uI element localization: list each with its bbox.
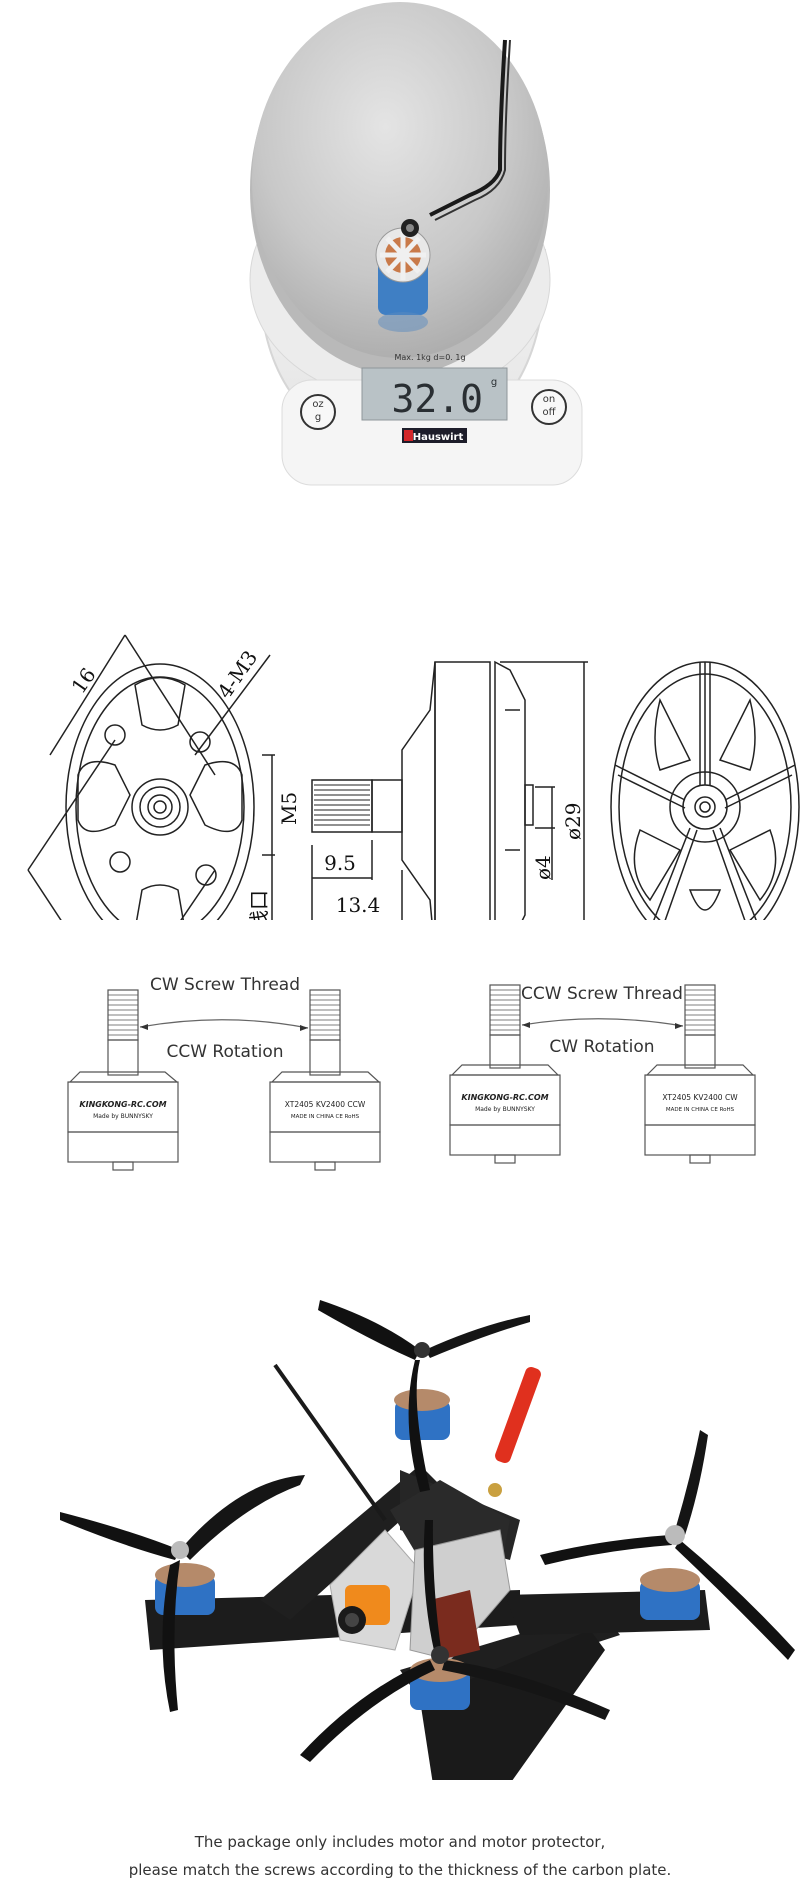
package-note: The package only includes motor and moto… (0, 1828, 800, 1884)
motor-side-view (311, 660, 534, 920)
rotation-group-cw-thread (67, 989, 381, 1171)
motor-right-2-model: XT2405 KV2400 CW (662, 1093, 738, 1102)
dim-16: 16 (66, 663, 100, 698)
motor-rear-left (318, 1300, 530, 1492)
drone-frame (145, 1465, 710, 1780)
rotation-label-1: CCW Rotation (166, 1042, 283, 1062)
vtx-antenna (495, 1366, 541, 1464)
motor-left-2-brand: KINGKONG-RC.COM (461, 1093, 548, 1102)
thread-label-1: CW Screw Thread (150, 975, 300, 995)
dim-19: 19 (66, 919, 100, 920)
motor-front-left (60, 1475, 305, 1712)
motor-rear-right (540, 1430, 795, 1660)
brand-name: Hauswirt (413, 432, 464, 443)
dim-motor-diameter: ø29 (561, 803, 585, 841)
dim-13-4: 13.4 (336, 893, 381, 917)
scale-photo: oz g on off Max. 1kg d=0. 1g 32.0 g Haus… (0, 0, 800, 500)
package-note-line-2: please match the screws according to the… (128, 1861, 672, 1879)
dimension-drawing: 16 19 4-M3 M5 出线口 9.5 (0, 600, 800, 920)
svg-text:MADE IN CHINA CE RoHS: MADE IN CHINA CE RoHS (666, 1107, 735, 1113)
drone-photo (0, 1230, 800, 1780)
dim-shaft-diameter: ø4 (531, 855, 555, 880)
svg-text:Made by BUNNYSKY: Made by BUNNYSKY (475, 1106, 535, 1113)
package-note-line-1: The package only includes motor and moto… (194, 1833, 606, 1851)
motor-back-view (610, 661, 800, 920)
rotation-group-ccw-thread (449, 984, 756, 1164)
motor-front-right (300, 1520, 610, 1762)
motor-front-view (27, 634, 271, 920)
motor-left-1-brand: KINGKONG-RC.COM (79, 1100, 166, 1109)
svg-text:g: g (315, 412, 321, 423)
svg-text:MADE IN CHINA CE RoHS: MADE IN CHINA CE RoHS (291, 1114, 360, 1120)
motor-left-1 (67, 989, 179, 1171)
dim-9-5: 9.5 (324, 851, 356, 875)
scale-platter (252, 2, 548, 358)
capacity-label: Max. 1kg d=0. 1g (394, 353, 465, 362)
oz-g-button[interactable]: oz g (300, 394, 336, 430)
on-off-button[interactable]: on off (531, 389, 567, 425)
svg-text:on: on (543, 394, 555, 405)
motor-right-2 (644, 984, 756, 1164)
svg-text:oz: oz (312, 399, 323, 410)
motor-left-2 (449, 984, 561, 1164)
scale-illustration: oz g on off Max. 1kg d=0. 1g 32.0 g Haus… (249, 2, 583, 486)
motor-on-scale (375, 219, 431, 332)
brand-badge (402, 428, 467, 443)
lcd-display (361, 367, 508, 421)
motor-right-1 (269, 989, 381, 1171)
motor-right-1-model: XT2405 KV2400 CCW (285, 1100, 366, 1109)
drone-illustration (60, 1300, 795, 1780)
wire-exit-label: 出线口 (247, 890, 271, 920)
rotation-diagrams: CW Screw Thread CCW Rotation KINGKONG-RC… (0, 950, 800, 1180)
lcd-unit: g (491, 377, 497, 388)
svg-text:Made by BUNNYSKY: Made by BUNNYSKY (93, 1113, 153, 1120)
svg-text:off: off (542, 407, 556, 418)
rotation-label-2: CW Rotation (549, 1037, 654, 1057)
lcd-value: 32.0 (391, 377, 483, 421)
dimension-diagram: 16 19 4-M3 M5 出线口 9.5 (27, 634, 800, 920)
thread-label-2: CCW Screw Thread (521, 984, 683, 1004)
dim-m5: M5 (277, 792, 301, 825)
receiver-antenna (273, 1363, 387, 1522)
